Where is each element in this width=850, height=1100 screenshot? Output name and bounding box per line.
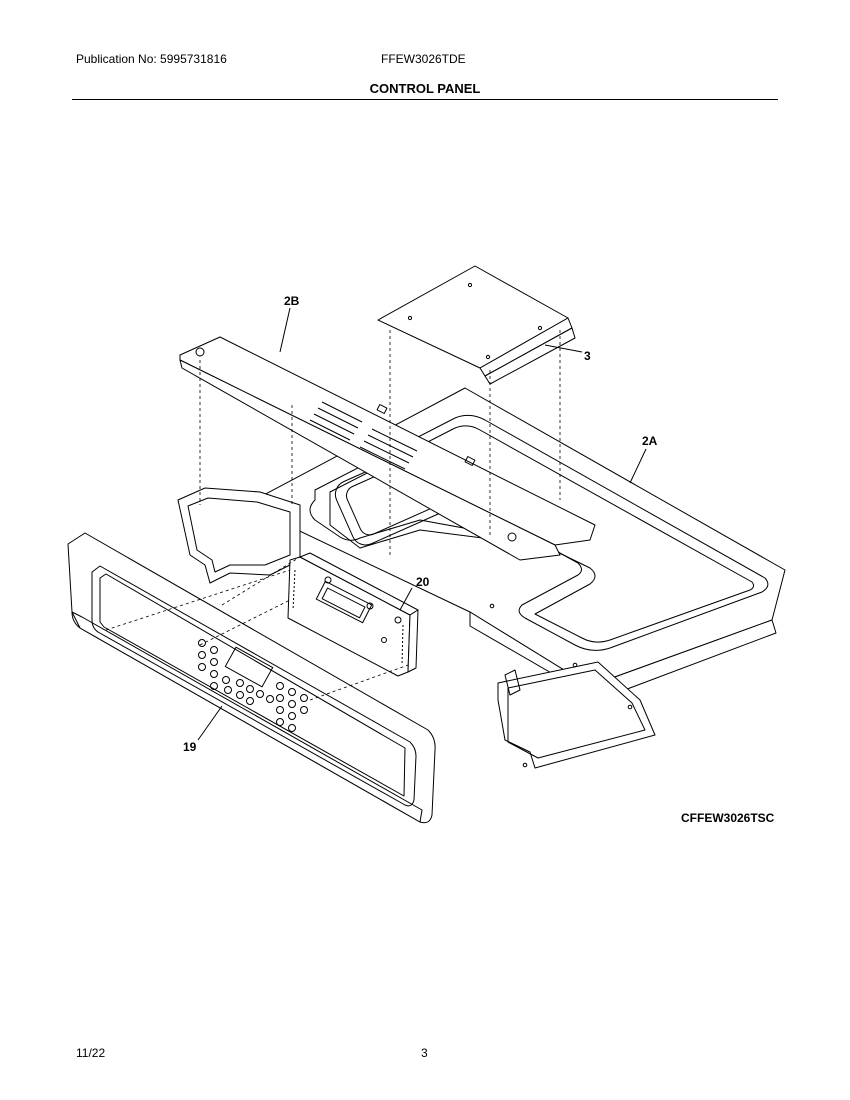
section-title: CONTROL PANEL (369, 81, 481, 96)
model-number: FFEW3026TDE (381, 52, 466, 66)
publication-number: Publication No: 5995731816 (76, 52, 227, 66)
control-panel-face-19 (67, 532, 436, 824)
footer-date: 11/22 (76, 1046, 106, 1060)
page-number: 3 (421, 1046, 428, 1060)
callout-2a: 2A (642, 434, 658, 448)
top-trim-2b (179, 336, 596, 561)
callout-20: 20 (416, 575, 430, 589)
header-rule (72, 99, 778, 100)
callout-19: 19 (183, 740, 197, 754)
diagram-code: CFFEW3026TSC (681, 811, 775, 825)
control-board-20 (287, 552, 419, 677)
assembly-guide-lines (105, 330, 561, 701)
cover-plate-3 (377, 265, 576, 385)
callout-leaders (197, 307, 647, 741)
callout-2b: 2B (284, 294, 300, 308)
callout-3: 3 (584, 349, 591, 363)
